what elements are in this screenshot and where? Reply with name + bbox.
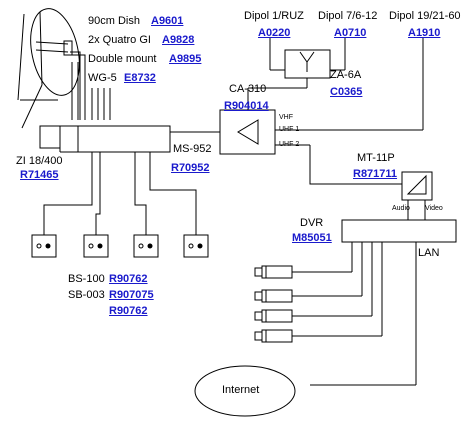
dish-item-code-link[interactable]: A9601 [151, 15, 184, 27]
wall-socket-body [133, 234, 159, 258]
connector-tip [254, 267, 263, 277]
terminator-label: ZI 18/400 [16, 155, 63, 167]
socket-port [45, 243, 51, 249]
modulator-code-link[interactable]: R871711 [353, 168, 398, 180]
camera-connector-icon [254, 265, 293, 279]
multiswitch-label: MS-952 [173, 143, 212, 155]
modulator-label: MT-11P [357, 152, 395, 164]
modulator-audio-port-label: Audio [392, 205, 410, 212]
multiswitch-code-link[interactable]: R70952 [171, 162, 210, 174]
wall-socket [183, 234, 209, 258]
dvr-label: DVR [300, 217, 324, 229]
antenna-label: Dipol 1/RUZ [244, 10, 304, 22]
socket-code-link[interactable]: R90762 [109, 305, 148, 317]
dish-item-label: 90cm Dish [88, 15, 140, 27]
wall-sockets [31, 234, 209, 258]
dish-item-code-link[interactable]: A9895 [169, 53, 202, 65]
socket-port [188, 243, 194, 249]
wall-socket [83, 234, 109, 258]
dish-item-label: WG-5 [88, 72, 117, 84]
antenna-cables [269, 38, 424, 130]
socket-cables [43, 152, 197, 235]
antenna-label: Dipol 7/6-12 [318, 10, 378, 22]
amplifier-uhf2-port-label: UHF 2 [279, 141, 300, 148]
connector-tip [254, 311, 263, 321]
modulator-box [401, 171, 433, 220]
modulator-video-port-label: Video [425, 205, 443, 212]
amplifier-uhf1-port-label: UHF 1 [279, 126, 300, 133]
socket-label: BS-100 [68, 273, 105, 285]
dvr-code-link[interactable]: M85051 [292, 232, 332, 244]
camera-connector-icon [254, 329, 293, 343]
terminator-code-link[interactable]: R71465 [20, 169, 59, 181]
socket-port [138, 243, 144, 249]
antenna-code-link[interactable]: A1910 [408, 27, 441, 39]
dish-item-label: Double mount [88, 53, 157, 65]
wall-socket-body [83, 234, 109, 258]
antenna-label: Dipol 19/21-60 [389, 10, 461, 22]
lnb-cables [70, 51, 111, 120]
wall-socket-body [31, 234, 57, 258]
dish-item-code-link[interactable]: E8732 [124, 72, 156, 84]
socket-port [147, 243, 153, 249]
connector-tip [254, 291, 263, 301]
dvr-box [292, 219, 457, 386]
terminator-box [39, 125, 61, 149]
wall-socket [31, 234, 57, 258]
socket-port [197, 243, 203, 249]
socket-code-link[interactable]: R90762 [109, 273, 148, 285]
combiner-box [247, 49, 331, 110]
camera-connector-icon [254, 309, 293, 323]
wall-socket [133, 234, 159, 258]
socket-port [97, 243, 103, 249]
antenna-code-link[interactable]: A0710 [334, 27, 367, 39]
socket-port [36, 243, 42, 249]
satellite-dish-icon [17, 8, 80, 129]
socket-code-link[interactable]: R907075 [109, 289, 154, 301]
socket-label: SB-003 [68, 289, 105, 301]
internet-label: Internet [222, 384, 260, 396]
wall-socket-body [183, 234, 209, 258]
socket-port [88, 243, 94, 249]
camera-connector-icon [254, 289, 293, 303]
amplifier-code-link[interactable]: R904014 [224, 100, 269, 112]
dish-item-code-link[interactable]: A9828 [162, 34, 195, 46]
dvr-lan-label: LAN [418, 247, 440, 259]
antenna-code-link[interactable]: A0220 [258, 27, 291, 39]
amplifier-vhf-port-label: VHF [279, 114, 293, 121]
combiner-label: ZA-6A [330, 69, 362, 81]
dish-item-label: 2x Quatro GI [88, 34, 151, 46]
amplifier-box [219, 109, 423, 185]
camera-connectors [254, 265, 293, 343]
internet-cloud [194, 365, 296, 417]
connector-tip [254, 331, 263, 341]
combiner-code-link[interactable]: C0365 [330, 86, 363, 98]
amplifier-label: CA-310 [229, 83, 267, 95]
